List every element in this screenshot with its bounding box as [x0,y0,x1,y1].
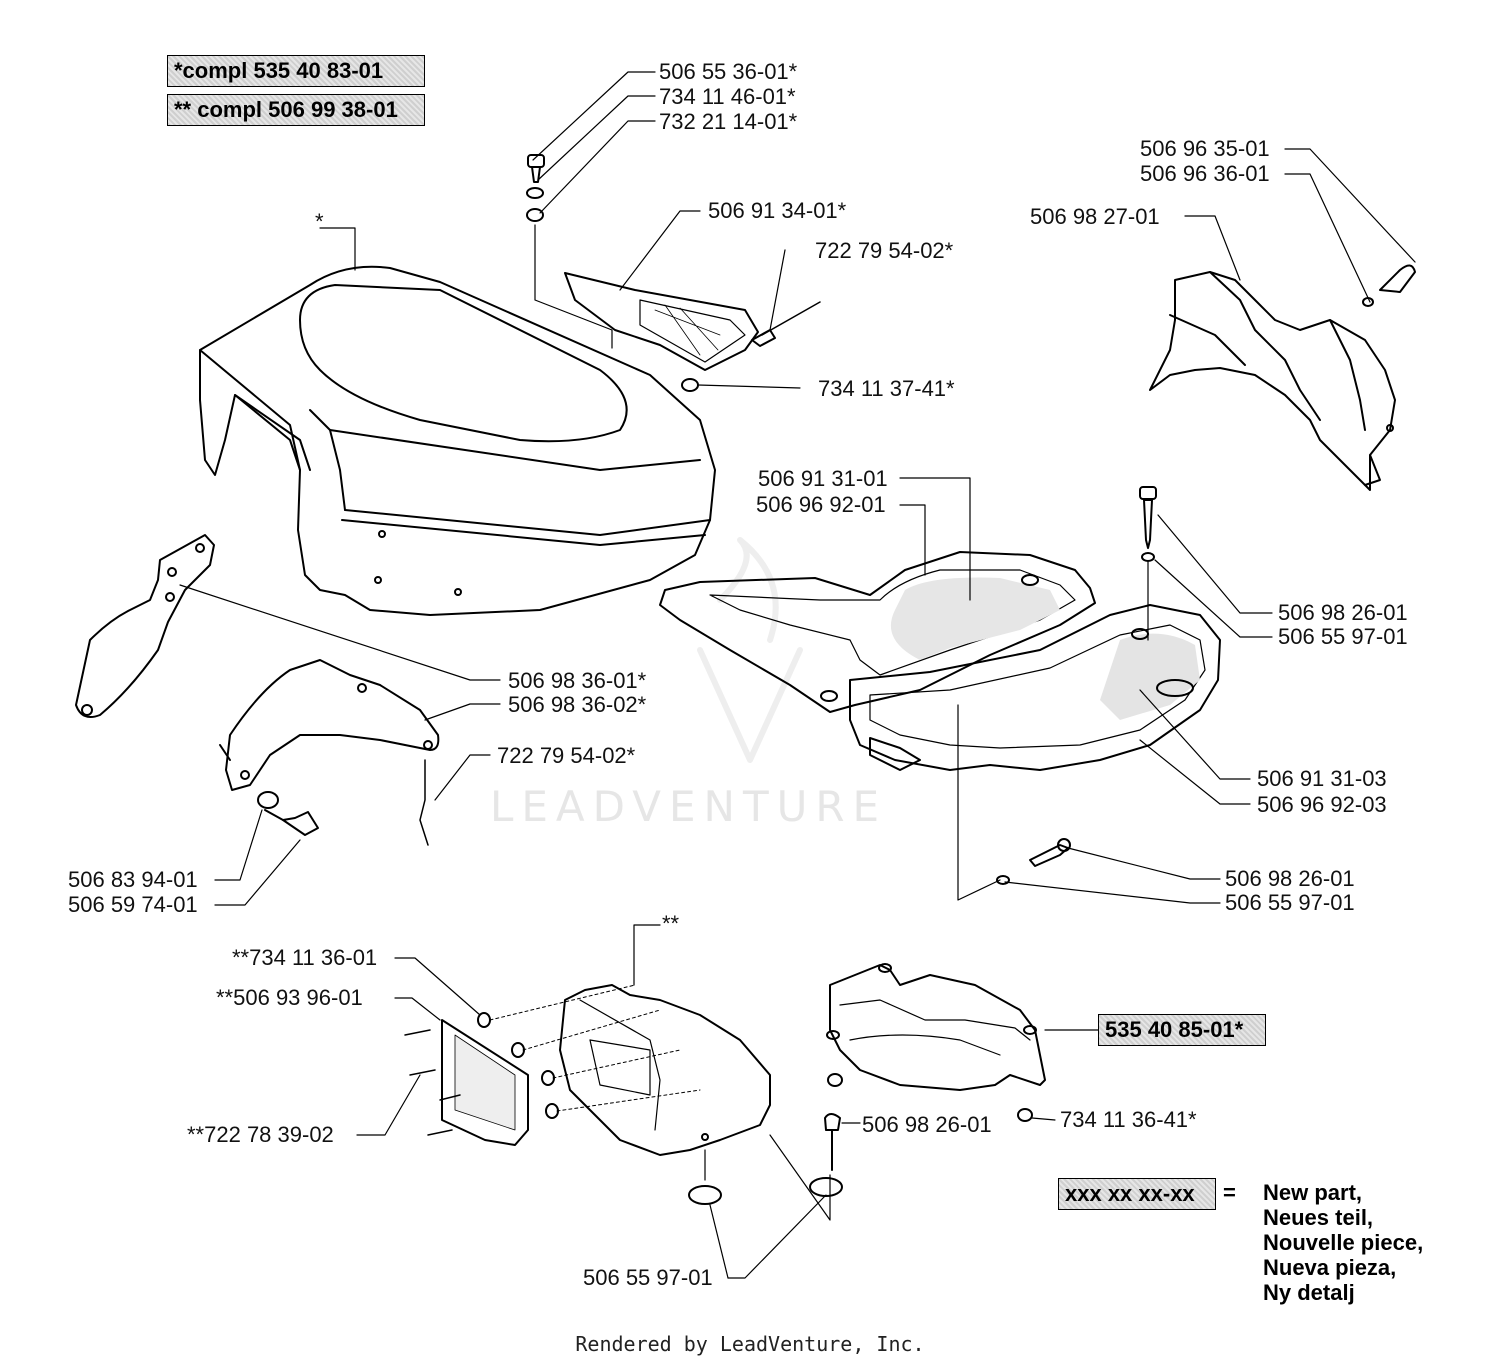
part-number-label: 506 59 74-01 [68,892,198,917]
part-number-label: 506 96 35-01 [1140,136,1270,161]
part-number-label: 506 55 36-01* [659,59,798,84]
part-number-label: 506 98 27-01 [1030,204,1160,229]
part-number-label: 506 98 26-01 [1278,600,1408,625]
leader-lines [179,71,1416,1279]
part-number-label: 506 96 92-03 [1257,792,1387,817]
side-panel-right [219,659,440,846]
cover-assembly [404,984,771,1156]
cover-marker: ** [662,911,680,936]
part-number-label: 506 98 26-01 [1225,866,1355,891]
part-number-label: **734 11 36-01 [232,945,378,970]
part-number-label: 734 11 46-01* [659,84,796,109]
hood-marker: * [315,209,324,234]
legend-equals: = [1223,1180,1236,1205]
watermark-logo [697,537,803,763]
part-number-label: 506 96 92-01 [756,492,886,517]
legend-line: New part, [1263,1180,1363,1205]
seat-pan-front [849,604,1221,771]
complete-kit-box-1: *compl 535 40 83-01 [167,55,425,87]
part-number-label: 722 79 54-02* [497,743,636,768]
bottom-washers [688,1113,843,1221]
part-number-label: 506 55 97-01 [583,1265,713,1290]
hood-part [199,227,716,616]
bolt-assembly-top [526,154,613,349]
side-panel-left [75,534,215,718]
part-number-label: 506 98 36-01* [508,668,647,693]
part-number-label: 506 55 97-01 [1225,890,1355,915]
part-number-label: 722 79 54-02* [815,238,954,263]
seat-screw-right [1139,486,1157,641]
legend-line: Ny detalj [1263,1280,1355,1305]
part-number-label: 732 21 14-01* [659,109,798,134]
rear-shroud [1149,264,1416,491]
part-number-label: **506 93 96-01 [216,985,363,1010]
part-number-label: 506 83 94-01 [68,867,198,892]
part-number-label: 734 11 37-41* [818,376,955,401]
legend-code-box: xxx xx xx-xx [1058,1178,1216,1210]
bowl-part [826,963,1046,1122]
legend-line: Nouvelle piece, [1263,1230,1424,1255]
part-number-label: 506 91 31-01 [758,466,888,491]
part-number-label: 506 96 36-01 [1140,161,1270,186]
seat-screw-lower [957,704,1071,901]
legend-line: Nueva pieza, [1263,1255,1397,1280]
watermark-text: LEADVENTURE [490,782,888,831]
part-number-label: 506 55 97-01 [1278,624,1408,649]
part-number-label: **722 78 39-02 [187,1122,334,1147]
footer-credit: Rendered by LeadVenture, Inc. [575,1332,925,1356]
part-number-label: 506 91 34-01* [708,198,847,223]
part-number-label: 506 98 36-02* [508,692,647,717]
complete-kit-box-2: ** compl 506 99 38-01 [167,94,425,126]
part-number-label: 506 91 31-03 [1257,766,1387,791]
legend-line: Neues teil, [1263,1205,1374,1230]
kit-number-box: 535 40 85-01* [1098,1014,1266,1046]
part-number-label: 734 11 36-41* [1060,1107,1197,1132]
grille-plate [564,272,821,392]
seat-pan-rear [659,551,1096,713]
part-number-label: 506 98 26-01 [862,1112,992,1137]
